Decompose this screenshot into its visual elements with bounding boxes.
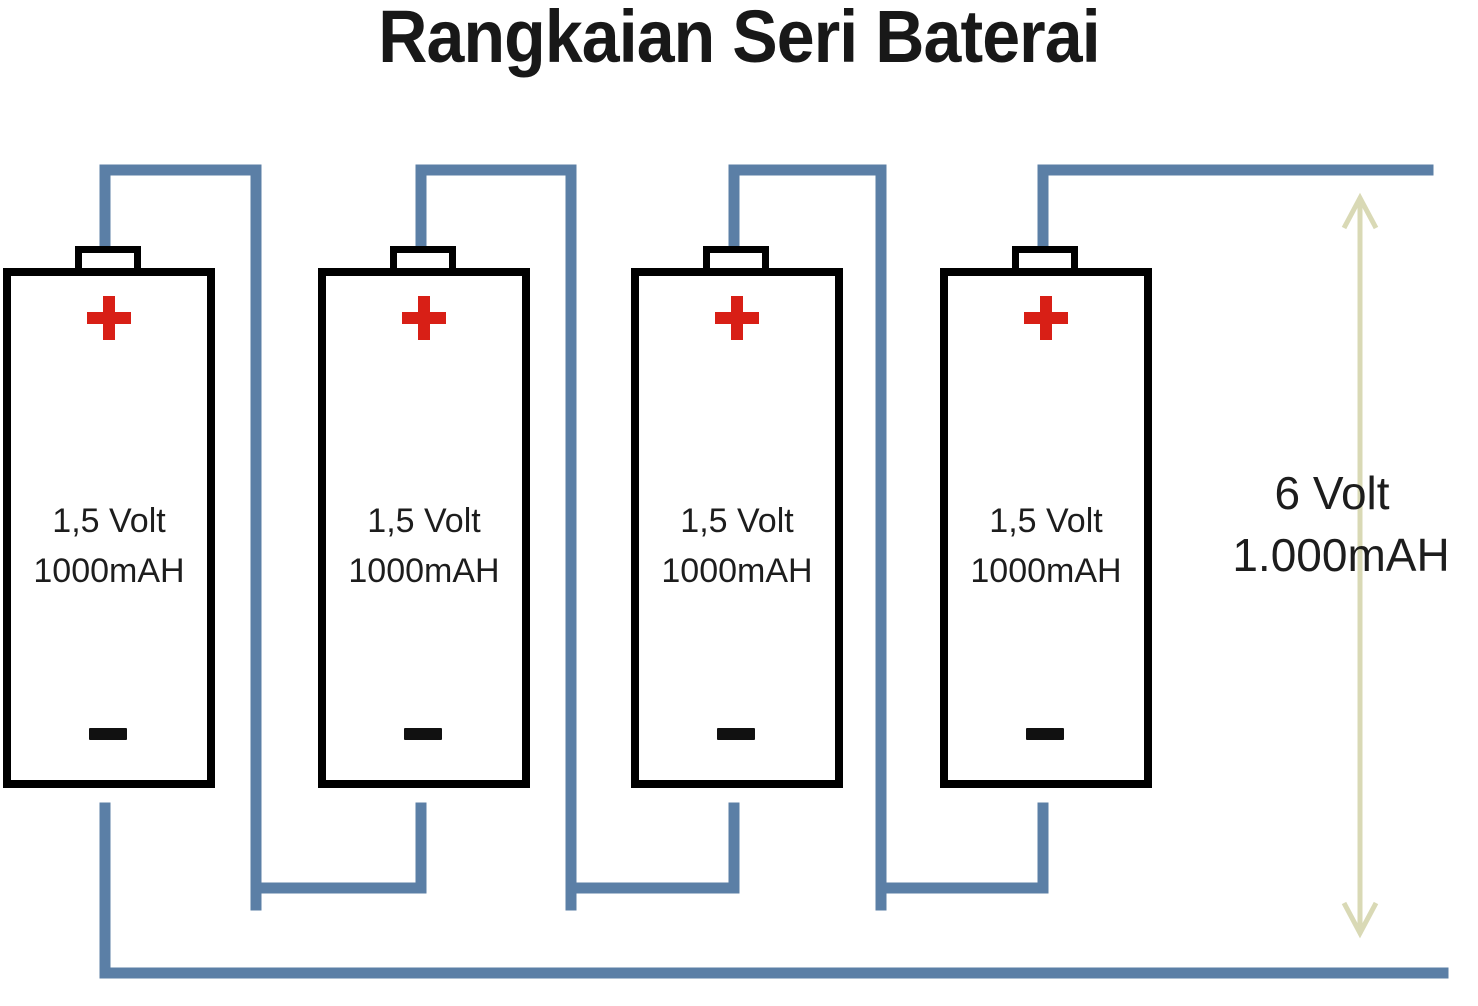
battery-label-group: 1,5 Volt 1000mAH	[631, 496, 843, 596]
wire-bottom-4	[875, 802, 1049, 894]
battery-body	[940, 268, 1152, 788]
battery-capacity-label: 1000mAH	[970, 552, 1122, 590]
battery-voltage-label: 1,5 Volt	[367, 502, 481, 540]
battery-positive-cap	[390, 246, 456, 272]
wire-top-1	[99, 164, 262, 911]
minus-sign-icon	[89, 728, 127, 740]
battery-label-group: 1,5 Volt 1000mAH	[940, 496, 1152, 596]
battery-capacity-label: 1000mAH	[348, 552, 500, 590]
battery-voltage-label: 1,5 Volt	[680, 502, 794, 540]
battery-body	[318, 268, 530, 788]
battery-label-group: 1,5 Volt 1000mAH	[3, 496, 215, 596]
wire-bottom-3	[565, 802, 740, 894]
minus-sign-icon	[404, 728, 442, 740]
plus-sign-icon	[402, 296, 446, 340]
battery-cell-3[interactable]: 1,5 Volt 1000mAH	[631, 246, 843, 788]
battery-voltage-label: 1,5 Volt	[989, 502, 1103, 540]
battery-cell-1[interactable]: 1,5 Volt 1000mAH	[3, 246, 215, 788]
battery-capacity-label: 1000mAH	[33, 552, 185, 590]
total-capacity-label: 1.000mAH	[1232, 529, 1450, 581]
battery-positive-cap	[75, 246, 141, 272]
page-title: Rangkaian Seri Baterai	[378, 0, 1100, 78]
battery-voltage-label: 1,5 Volt	[52, 502, 166, 540]
wire-top-4-output	[1037, 164, 1434, 274]
wire-top-2	[415, 164, 577, 911]
plus-sign-icon	[87, 296, 131, 340]
plus-sign-icon	[715, 296, 759, 340]
wire-bottom-1-return	[99, 802, 1449, 979]
total-output-label: 6 Volt 1.000mAH	[1186, 462, 1478, 586]
battery-cell-2[interactable]: 1,5 Volt 1000mAH	[318, 246, 530, 788]
battery-positive-cap	[703, 246, 769, 272]
total-voltage-arrow	[1341, 192, 1379, 939]
battery-capacity-label: 1000mAH	[661, 552, 813, 590]
minus-sign-icon	[1026, 728, 1064, 740]
battery-label-group: 1,5 Volt 1000mAH	[318, 496, 530, 596]
battery-cell-4[interactable]: 1,5 Volt 1000mAH	[940, 246, 1152, 788]
battery-body	[3, 268, 215, 788]
battery-positive-cap	[1012, 246, 1078, 272]
total-voltage-label: 6 Volt	[1274, 467, 1390, 519]
minus-sign-icon	[717, 728, 755, 740]
wire-bottom-2	[250, 802, 427, 894]
battery-body	[631, 268, 843, 788]
wire-top-3	[728, 164, 887, 911]
plus-sign-icon	[1024, 296, 1068, 340]
